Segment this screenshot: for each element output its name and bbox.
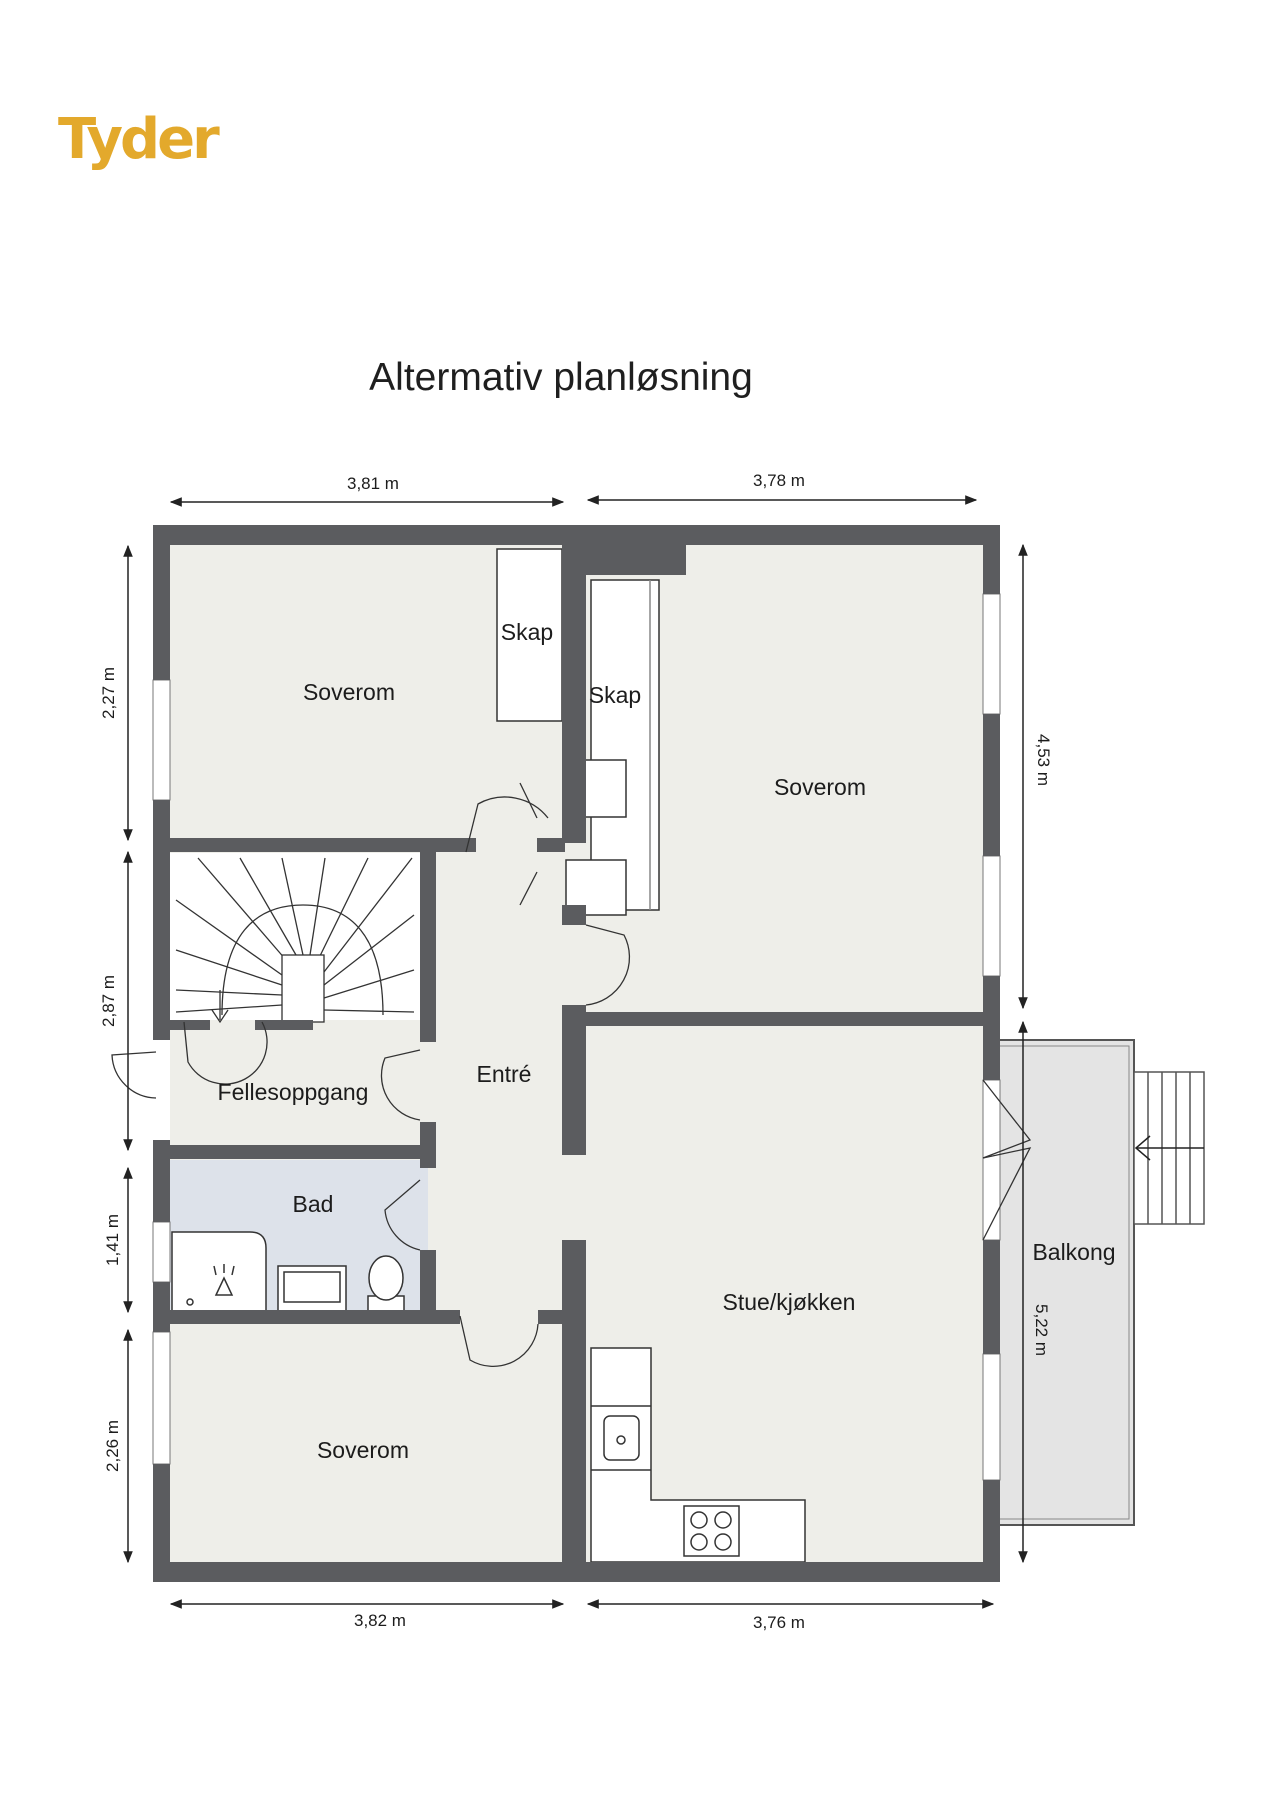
- label-living-kitchen: Stue/kjøkken: [723, 1289, 856, 1315]
- label-bedroom-bottom-left: Soverom: [317, 1437, 409, 1463]
- label-bathroom: Bad: [293, 1191, 334, 1217]
- plan-title: Altermativ planløsning: [369, 356, 753, 399]
- shower: [171, 1231, 267, 1313]
- closet-right: [590, 579, 660, 911]
- room-labels: Soverom Skap Skap Soverom Entré Fellesop…: [218, 619, 1116, 1463]
- stove: [683, 1505, 740, 1557]
- dim-left-4: 2,26 m: [103, 1420, 122, 1472]
- label-balcony: Balkong: [1032, 1239, 1115, 1265]
- bathroom-fixtures: [171, 1231, 405, 1313]
- label-closet-right: Skap: [589, 682, 641, 708]
- doors: [111, 782, 1032, 1367]
- label-closet-left: Skap: [501, 619, 553, 645]
- dim-left-2: 2,87 m: [99, 975, 118, 1027]
- dim-left-3: 1,41 m: [103, 1214, 122, 1266]
- tyder-logo: Tyder: [58, 107, 220, 172]
- closet-left: [496, 548, 563, 722]
- dimension-lines: [123, 495, 1028, 1609]
- label-bedroom-top-right: Soverom: [774, 774, 866, 800]
- dim-left-1: 2,27 m: [99, 667, 118, 719]
- dim-right-2: 5,22 m: [1032, 1304, 1051, 1356]
- label-bedroom-top-left: Soverom: [303, 679, 395, 705]
- dim-top-left: 3,81 m: [347, 474, 399, 493]
- kitchen-counter: [590, 1347, 806, 1563]
- dim-bottom-left: 3,82 m: [354, 1611, 406, 1630]
- walls: [153, 525, 1000, 1582]
- label-stairwell: Fellesoppgang: [218, 1079, 369, 1105]
- balcony-stairs: [1133, 1071, 1205, 1225]
- balcony: [991, 1039, 1205, 1526]
- dimension-labels: 3,81 m 3,78 m 3,82 m 3,76 m 2,27 m 2,87 …: [99, 471, 1053, 1632]
- kitchen-sink: [603, 1415, 640, 1461]
- dim-top-right: 3,78 m: [753, 471, 805, 490]
- dim-right-1: 4,53 m: [1034, 734, 1053, 786]
- stair-treads: [175, 857, 415, 1024]
- dim-bottom-right: 3,76 m: [753, 1613, 805, 1632]
- label-hallway: Entré: [477, 1061, 532, 1087]
